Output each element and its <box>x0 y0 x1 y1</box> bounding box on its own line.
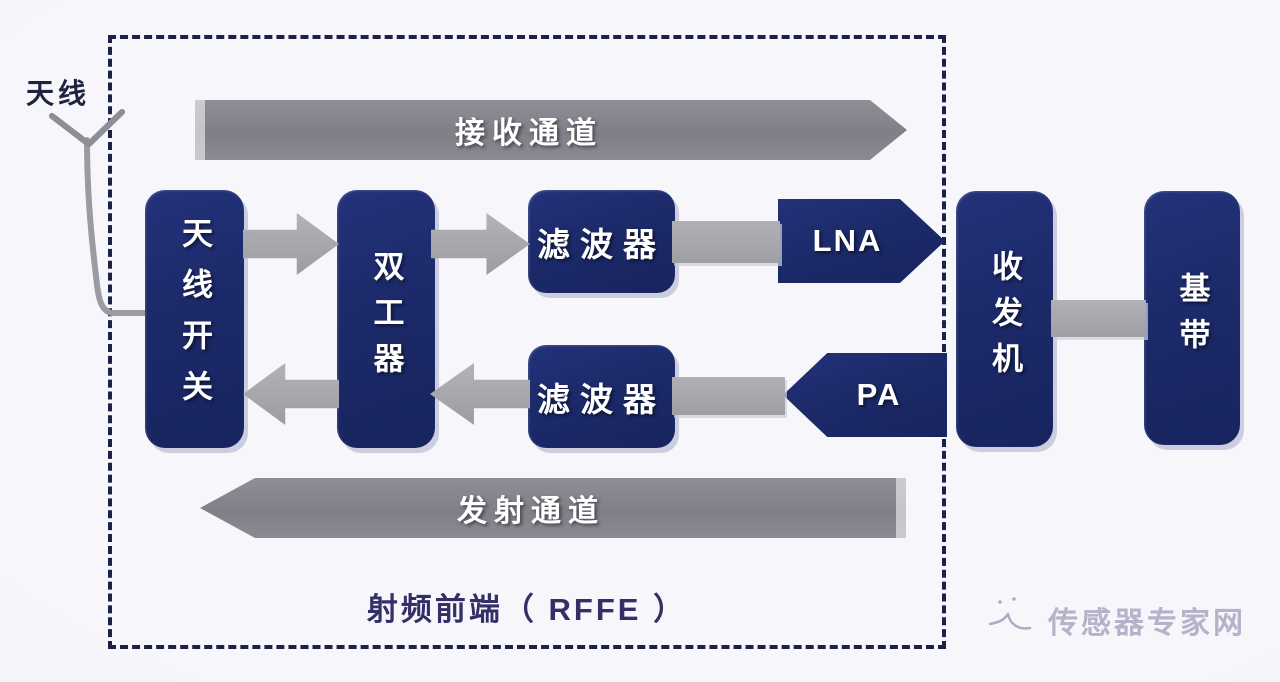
transmit-channel-arrow: 发射通道 <box>200 478 906 538</box>
baseband-block: 基带 <box>1144 191 1240 445</box>
watermark-text: 传感器专家网 <box>1048 607 1246 640</box>
filter-tx-label: 滤波器 <box>537 380 666 418</box>
duplexer-label: 双工器 <box>368 250 404 388</box>
pa-label: PA <box>856 377 902 412</box>
antenna-switch-block: 天线开关 <box>145 190 244 448</box>
transceiver-block: 收发机 <box>956 191 1053 447</box>
lna-label: LNA <box>812 223 883 258</box>
filter-rx-label: 滤波器 <box>537 225 666 263</box>
connector-filter-rx-to-lna <box>672 221 780 263</box>
rffe-caption: 射频前端（ RFFE ） <box>366 592 688 627</box>
connector-transceiver-to-baseband <box>1051 300 1146 337</box>
transceiver-label: 收发机 <box>987 250 1022 388</box>
antenna-switch-label: 天线开关 <box>177 217 212 421</box>
filter-rx-block: 滤波器 <box>528 190 675 293</box>
watermark: 传感器专家网 <box>984 594 1246 646</box>
antenna-icon <box>49 109 164 316</box>
antenna-label: 天线 <box>26 78 91 109</box>
filter-tx-block: 滤波器 <box>528 345 675 448</box>
connector-pa-to-filter-tx <box>672 377 785 415</box>
baseband-label: 基带 <box>1174 272 1210 364</box>
rffe-dashed-boundary <box>108 35 946 649</box>
receive-channel-label: 接收通道 <box>455 117 603 150</box>
transmit-channel-label: 发射通道 <box>457 495 605 528</box>
duplexer-block: 双工器 <box>337 190 435 448</box>
receive-channel-arrow: 接收通道 <box>195 100 907 160</box>
watermark-logo-icon <box>988 597 1032 630</box>
